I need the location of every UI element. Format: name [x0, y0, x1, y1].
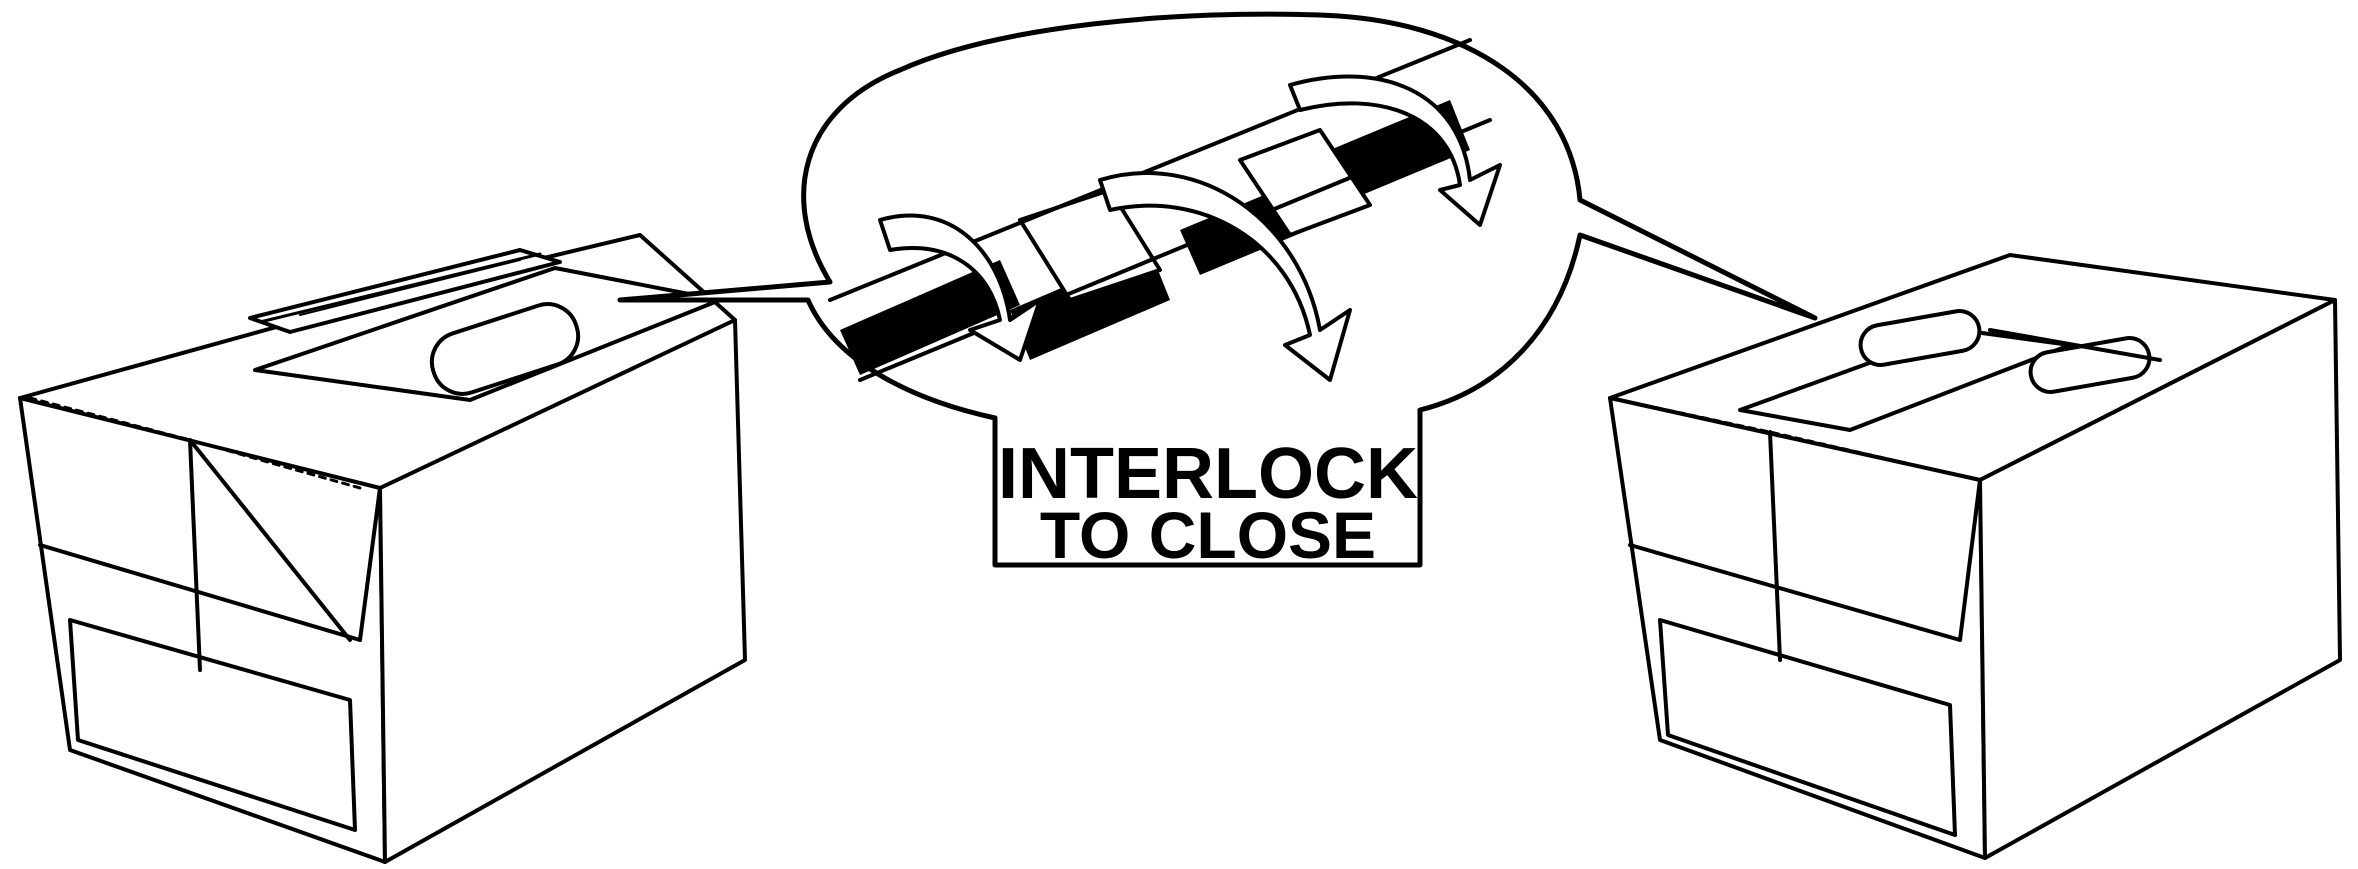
interlock-detail [828, 38, 1502, 382]
callout-bubble [617, 11, 1818, 568]
closed-box-illustration [1608, 253, 2342, 860]
callout-line-1: INTERLOCK [998, 434, 1418, 514]
callout-line-2: TO CLOSE [1040, 498, 1376, 572]
open-box-illustration [18, 233, 747, 864]
